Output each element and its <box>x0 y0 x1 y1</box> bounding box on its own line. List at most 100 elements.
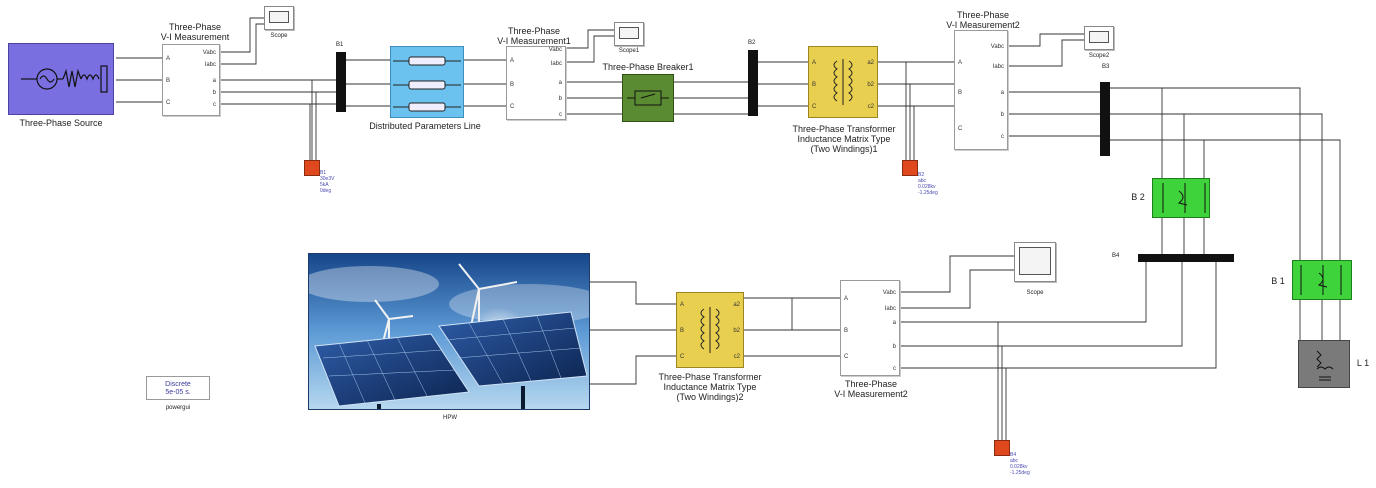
port-b: b <box>212 90 216 96</box>
port-c: c <box>893 366 896 372</box>
transformer2-label: Three-Phase Transformer Inductance Matri… <box>658 372 762 402</box>
transformer-icon <box>700 307 720 353</box>
scope2-label: Scope2 <box>1088 53 1110 59</box>
powergui-label: powergui <box>165 405 191 411</box>
bus-b3[interactable] <box>1100 82 1110 156</box>
port-B: B <box>510 82 515 88</box>
port-vabc: Vabc <box>548 47 562 53</box>
scope-block[interactable] <box>264 6 294 30</box>
port-C: C <box>510 104 515 110</box>
scope3-label: Scope <box>1026 290 1044 296</box>
bus-b1-label: B1 <box>336 42 344 48</box>
distributed-line-block[interactable] <box>390 46 464 118</box>
port-vabc: Vabc <box>202 50 216 56</box>
port-C: C <box>812 104 817 110</box>
ac-source-icon <box>21 65 108 93</box>
port-c2: c2 <box>867 104 874 110</box>
transformer1-block[interactable]: A B C a2 b2 c2 <box>808 46 878 118</box>
port-b2: b2 <box>867 82 874 88</box>
vi-measurement2-bottom-block[interactable]: A B C Vabc Iabc a b c <box>840 280 900 376</box>
scope3-block[interactable] <box>1014 242 1056 282</box>
port-C: C <box>844 354 849 360</box>
port-A: A <box>510 58 515 64</box>
breaker-b2-block[interactable] <box>1152 178 1210 218</box>
breaker-b1-block[interactable] <box>1292 260 1352 300</box>
bus-b1[interactable] <box>336 52 346 112</box>
hpw-image[interactable] <box>308 253 590 410</box>
port-A: A <box>812 60 817 66</box>
fault-block-3[interactable] <box>994 440 1010 456</box>
port-a: a <box>212 78 216 84</box>
port-C: C <box>958 126 963 132</box>
vi-measurement2-block[interactable]: A B C Vabc Iabc a b c <box>954 30 1008 150</box>
bus-b4-label: B4 <box>1112 253 1120 259</box>
three-phase-source-label: Three-Phase Source <box>19 118 103 128</box>
port-a: a <box>1000 90 1004 96</box>
port-C: C <box>166 100 171 106</box>
breaker-block[interactable] <box>622 74 674 122</box>
port-c: c <box>559 112 562 118</box>
port-c: c <box>213 102 216 108</box>
fault-annotation: B1 30e3V 5kA 0deg <box>320 170 335 194</box>
port-iabc: Iabc <box>884 306 896 312</box>
fault-annotation-3: B4 abc 0.028kv -1.25deg <box>1010 452 1030 476</box>
fault-block[interactable] <box>304 160 320 176</box>
transformer-icon <box>833 59 853 105</box>
port-b: b <box>892 344 896 350</box>
fault-annotation-2: B2 abc 0.028kv -1.25deg <box>918 172 938 196</box>
vi-measurement1-block[interactable]: A B C Vabc Iabc a b c <box>506 46 566 120</box>
scope1-block[interactable] <box>614 22 644 46</box>
fault-block-2[interactable] <box>902 160 918 176</box>
vi-measurement-label: Three-Phase V-I Measurement <box>160 22 230 42</box>
vi-measurement2-label: Three-Phase V-I Measurement2 <box>946 10 1020 30</box>
bus-b2[interactable] <box>748 50 758 116</box>
hpw-label: HPW <box>443 415 457 421</box>
vi-measurement1-label: Three-Phase V-I Measurement1 <box>497 26 571 46</box>
port-b2: b2 <box>733 328 740 334</box>
port-a: a <box>558 80 562 86</box>
breaker-icon <box>1300 265 1342 295</box>
breaker-icon <box>1162 183 1206 213</box>
breaker-icon <box>627 90 669 106</box>
vi-measurement2-bottom-label: Three-Phase V-I Measurement2 <box>834 379 908 399</box>
distributed-line-label: Distributed Parameters Line <box>369 121 481 131</box>
bus-b3-label: B3 <box>1102 64 1110 70</box>
port-A: A <box>166 56 171 62</box>
port-B: B <box>680 328 685 334</box>
port-iabc: Iabc <box>550 61 562 67</box>
bus-b4[interactable] <box>1138 254 1234 262</box>
port-B: B <box>958 90 963 96</box>
breaker-b1-label: B 1 <box>1271 276 1285 286</box>
load-label: L 1 <box>1356 358 1370 368</box>
port-b: b <box>558 96 562 102</box>
scope2-block[interactable] <box>1084 26 1114 50</box>
port-c: c <box>1001 134 1004 140</box>
transformer1-label: Three-Phase Transformer Inductance Matri… <box>792 124 896 154</box>
port-A: A <box>958 60 963 66</box>
bus-b2-label: B2 <box>748 40 756 46</box>
port-iabc: Iabc <box>204 62 216 68</box>
scope1-label: Scope1 <box>618 48 640 54</box>
powergui-block-text: Discrete 5e-05 s. <box>165 381 191 396</box>
port-iabc: Iabc <box>992 64 1004 70</box>
port-B: B <box>844 328 849 334</box>
port-b: b <box>1000 112 1004 118</box>
port-a2: a2 <box>733 302 740 308</box>
transformer2-block[interactable]: A B C a2 b2 c2 <box>676 292 744 368</box>
solar-wind-image <box>309 254 589 409</box>
port-A: A <box>844 296 849 302</box>
breaker-b2-label: B 2 <box>1131 192 1145 202</box>
load-icon <box>1316 350 1334 381</box>
vi-measurement-block[interactable]: A B C Vabc Iabc a b c <box>162 44 220 116</box>
load-block[interactable] <box>1298 340 1350 388</box>
port-a2: a2 <box>867 60 874 66</box>
powergui-block[interactable]: Discrete 5e-05 s. <box>146 376 210 400</box>
port-a: a <box>892 320 896 326</box>
port-vabc: Vabc <box>990 44 1004 50</box>
line-icon <box>393 56 461 112</box>
three-phase-source-block[interactable] <box>8 43 114 115</box>
port-A: A <box>680 302 685 308</box>
port-B: B <box>166 78 171 84</box>
